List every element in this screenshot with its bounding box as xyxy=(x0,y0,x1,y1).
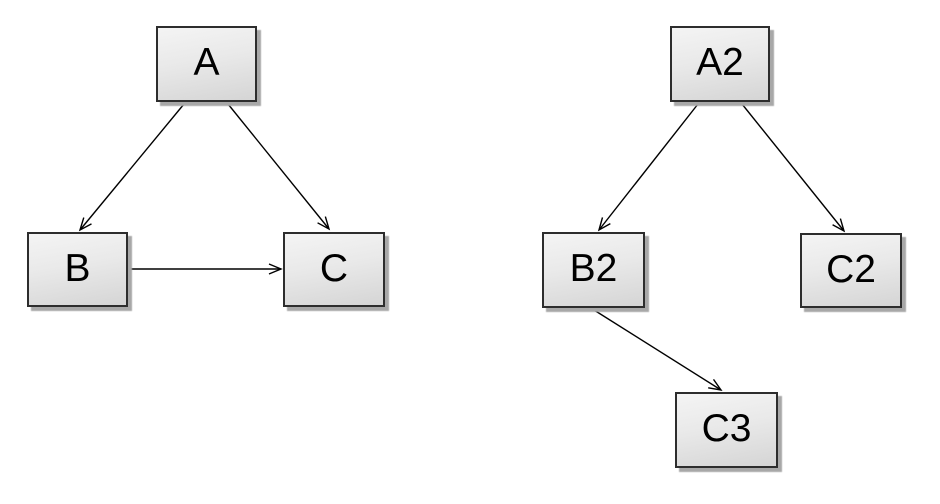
node-C2-label: C2 xyxy=(826,247,876,291)
edge-A-to-B[interactable] xyxy=(78,103,185,232)
edge-A2-to-C2[interactable] xyxy=(741,103,846,233)
node-A2[interactable]: A2 xyxy=(670,26,770,102)
node-A-label: A xyxy=(193,41,220,84)
node-C-label: C xyxy=(319,246,349,290)
node-C3-label: C3 xyxy=(701,407,752,450)
edge-B2-to-C3[interactable] xyxy=(593,309,723,391)
node-C3[interactable]: C3 xyxy=(675,392,778,468)
edge-A2-to-B2[interactable] xyxy=(597,103,699,232)
node-B2-label: B2 xyxy=(569,247,618,290)
node-B2[interactable]: B2 xyxy=(542,232,645,308)
node-C2[interactable]: C2 xyxy=(800,233,902,308)
node-A2-label: A2 xyxy=(696,41,744,84)
node-C[interactable]: C xyxy=(283,232,385,307)
node-B-label: B xyxy=(64,246,91,290)
edge-A-to-C[interactable] xyxy=(227,103,331,231)
node-A[interactable]: A xyxy=(156,26,257,102)
node-B[interactable]: B xyxy=(27,232,128,307)
